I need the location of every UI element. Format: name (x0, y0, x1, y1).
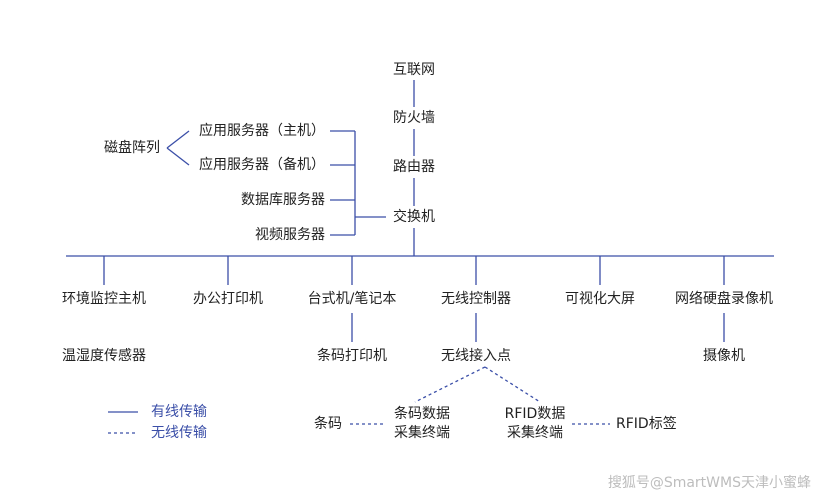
access-point-node: 无线接入点 (441, 348, 511, 364)
disk-array-node: 磁盘阵列 (104, 140, 160, 156)
legend-wired-label: 有线传输 (151, 404, 207, 420)
barcode-printer-node: 条码打印机 (317, 348, 387, 364)
rfid-terminal-line2: 采集终端 (507, 425, 563, 441)
legend-wireless-label: 无线传输 (151, 425, 207, 441)
edge-storage-primary (166, 130, 190, 149)
wireless-ap-left (414, 366, 486, 403)
barcode-terminal-line1: 条码数据 (394, 406, 450, 422)
switch-node: 交换机 (393, 209, 435, 225)
env-monitor-host-node: 环境监控主机 (62, 291, 146, 307)
office-printer-node: 办公打印机 (193, 291, 263, 307)
database-server-node: 数据库服务器 (241, 192, 325, 208)
nvr-node: 网络硬盘录像机 (675, 291, 773, 307)
temp-humidity-sensor-node: 温湿度传感器 (62, 348, 146, 364)
rfid-terminal-line1: RFID数据 (504, 406, 566, 422)
barcode-terminal-line2: 采集终端 (394, 425, 450, 441)
firewall-node: 防火墙 (393, 110, 435, 126)
router-node: 路由器 (393, 159, 435, 175)
app-server-primary-node: 应用服务器（主机） (199, 123, 325, 139)
internet-node: 互联网 (393, 62, 435, 78)
wireless-ap-right (484, 366, 541, 403)
display-screen-node: 可视化大屏 (565, 291, 635, 307)
edge-storage-backup (166, 147, 190, 166)
watermark: 搜狐号@SmartWMS天津小蜜蜂 (607, 475, 811, 491)
rfid-tag-node: RFID标签 (616, 416, 677, 432)
desktop-laptop-node: 台式机/笔记本 (307, 291, 397, 307)
barcode-node: 条码 (314, 416, 342, 432)
wireless-controller-node: 无线控制器 (441, 291, 511, 307)
camera-node: 摄像机 (703, 348, 745, 364)
video-server-node: 视频服务器 (255, 227, 325, 243)
app-server-backup-node: 应用服务器（备机） (199, 157, 325, 173)
